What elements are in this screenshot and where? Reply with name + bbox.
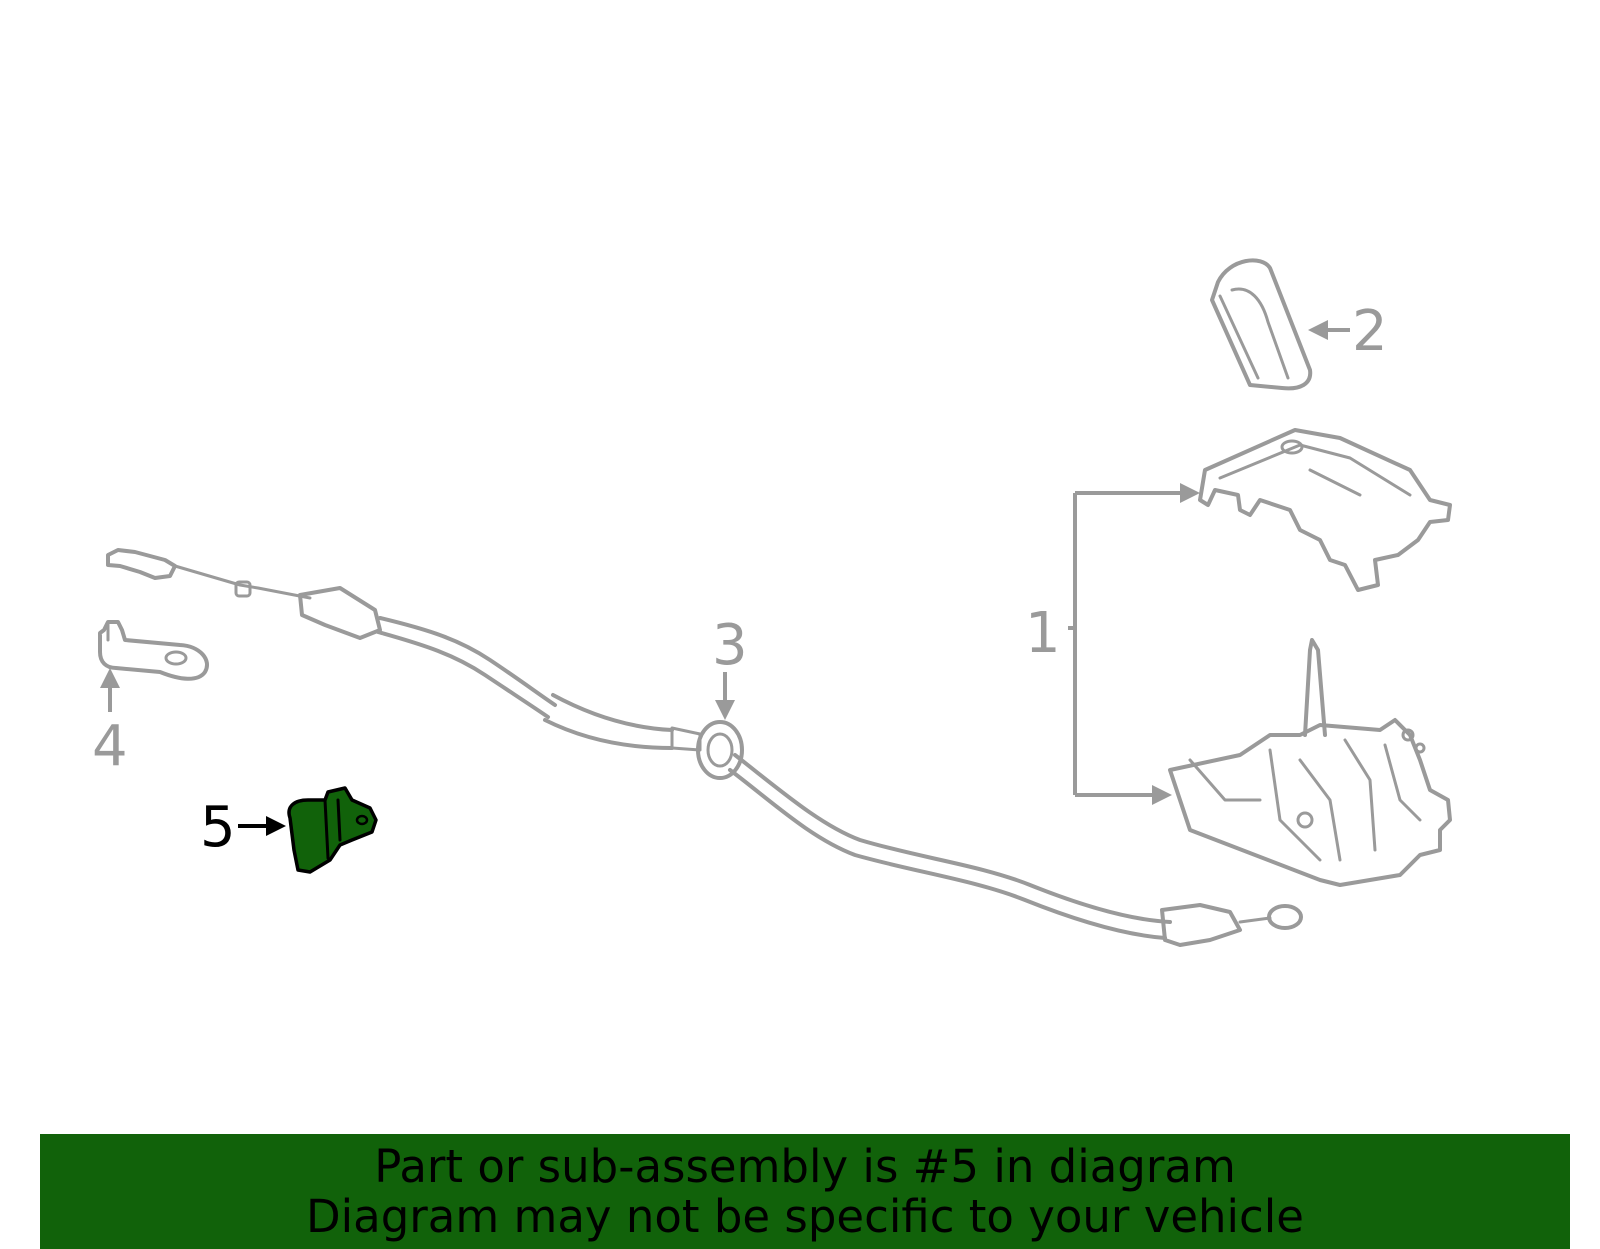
callout-4: 4 [92, 714, 128, 779]
callout-3: 3 [712, 613, 748, 678]
shift-cable-part[interactable] [106, 548, 1303, 947]
banner-line-1: Part or sub-assembly is #5 in diagram [374, 1139, 1236, 1193]
highlighted-part-5[interactable] [287, 786, 378, 874]
callout-2: 2 [1352, 299, 1388, 364]
lever-part[interactable] [98, 620, 209, 681]
shifter-cover-part[interactable] [1198, 428, 1452, 592]
shifter-base-part[interactable] [1168, 638, 1452, 887]
callout-1: 1 [1025, 601, 1061, 666]
shift-knob-part[interactable] [1210, 258, 1313, 391]
callout-5: 5 [200, 795, 236, 860]
banner-line-2: Diagram may not be specific to your vehi… [306, 1189, 1304, 1243]
callout-1-leader [1068, 483, 1200, 805]
info-banner: Part or sub-assembly is #5 in diagram Di… [40, 1134, 1570, 1249]
